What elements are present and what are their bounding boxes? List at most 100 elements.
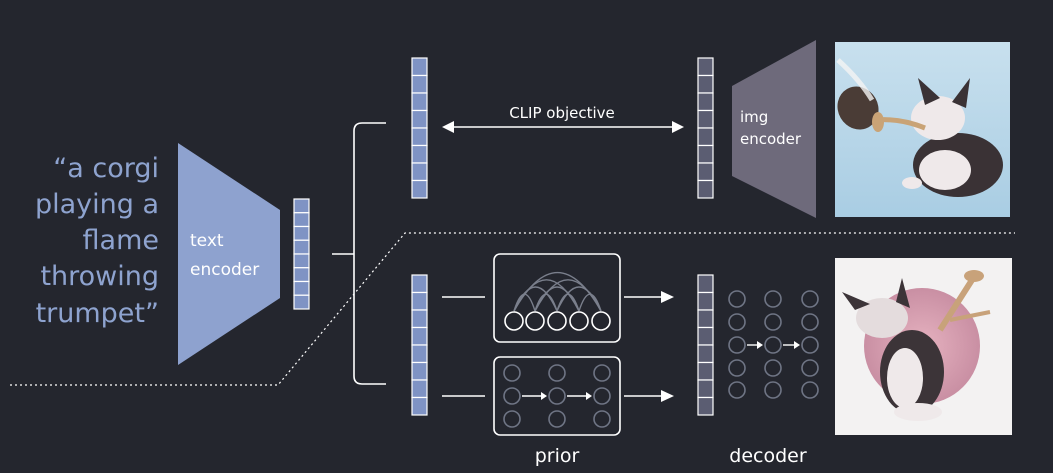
corgi-ear-bottom-1 (842, 292, 870, 310)
clip-text-embedding-cell (411, 74, 428, 94)
autoregressive-nodes (504, 311, 611, 331)
diffusion-prior-box (493, 356, 621, 436)
trumpet-bell-top (872, 112, 884, 132)
decoder-node (764, 359, 782, 377)
diffusion-prior-node (503, 410, 521, 428)
text-embedding-cell (293, 225, 310, 241)
prior-input-embedding-cell (411, 274, 428, 294)
clip-image-embedding-cell (697, 127, 714, 147)
caption-line-3: flame (83, 225, 159, 256)
prior-input-embedding-cell (411, 379, 428, 399)
caption-line-5: trumpet” (36, 298, 159, 329)
clip-objective-label: CLIP objective (509, 104, 615, 122)
clip-text-embedding-cell (411, 179, 428, 199)
corgi-belly-bottom (887, 348, 923, 408)
decoder-node (728, 359, 746, 377)
clip-image-embedding-cell (697, 162, 714, 182)
training-image (835, 42, 1010, 217)
clip-text-embedding-cell (411, 92, 428, 112)
caption-line-2: playing a (35, 189, 159, 220)
autoregressive-arc (578, 293, 602, 312)
text-embedding-cell (293, 253, 310, 269)
clip-text-embedding-cell (411, 109, 428, 129)
decoder-node (801, 313, 819, 331)
img-encoder-label-2: encoder (740, 130, 802, 148)
trumpet-bell-bottom (964, 270, 984, 282)
generated-image (835, 258, 1012, 435)
prior-label: prior (535, 445, 580, 467)
clip-image-embedding-cell (697, 179, 714, 199)
decoder-node (801, 381, 819, 399)
dotted-separator (10, 232, 1015, 386)
autoregressive-node (525, 311, 545, 331)
decoder-node (728, 381, 746, 399)
img-encoder: img encoder (732, 40, 816, 218)
decoder-input-embedding (697, 274, 714, 416)
prior-output-arrow-bottom-head (661, 390, 674, 402)
decoder-arrow-head (757, 341, 763, 349)
text-embedding-cell (293, 239, 310, 255)
corgi-ear-bottom-2 (896, 278, 910, 308)
prior-input-embedding-cell (411, 326, 428, 346)
diffusion-prior-node (503, 364, 521, 382)
bracket-path (353, 122, 386, 385)
prior-input-embedding (411, 274, 428, 416)
clip-text-embedding-cell (411, 144, 428, 164)
diffusion-prior-node (503, 387, 521, 405)
text-embedding-cell (293, 212, 310, 228)
decoder-node (801, 336, 819, 354)
corgi-leg-top (902, 177, 922, 189)
text-encoder-label-2: encoder (190, 260, 259, 280)
diffusion-prior-grid (503, 364, 611, 428)
clip-text-embedding-cell (411, 127, 428, 147)
decoder-node (764, 313, 782, 331)
autoregressive-node (504, 311, 524, 331)
clip-image-embedding-cell (697, 74, 714, 94)
trumpet-slide (949, 310, 991, 322)
text-embedding-cell (293, 198, 310, 214)
text-encoder-label-1: text (190, 231, 224, 251)
img-encoder-shape (732, 40, 816, 218)
decoder-node (801, 290, 819, 308)
diffusion-prior-node (548, 364, 566, 382)
diffusion-prior (493, 356, 621, 436)
prior-input-embedding-cell (411, 291, 428, 311)
prior-input-embedding-cell (411, 344, 428, 364)
prior-output-arrows (624, 291, 674, 402)
branch-bracket (332, 122, 386, 385)
prior-input-arrows (442, 296, 485, 397)
corgi-feet-bottom (894, 403, 942, 421)
corgi-ear-top-1 (918, 78, 940, 105)
decoder-input-embedding-cell (697, 396, 714, 416)
decoder-input-embedding-cell (697, 309, 714, 329)
autoregressive-prior (493, 253, 621, 343)
clip-text-embedding-cell (411, 162, 428, 182)
diffusion-prior-node (593, 364, 611, 382)
text-encoder-shape (178, 143, 280, 365)
decoder-input-embedding-cell (697, 326, 714, 346)
diffusion-prior-arrow-head (586, 392, 592, 400)
text-embedding-cell (293, 280, 310, 296)
decoder-node (728, 313, 746, 331)
decoder-input-embedding-cell (697, 274, 714, 294)
caption-line-4: throwing (40, 261, 159, 292)
clip-image-embedding-cell (697, 57, 714, 77)
clip-image-embedding (697, 57, 714, 199)
autoregressive-arc (556, 286, 602, 312)
diffusion-prior-node (548, 387, 566, 405)
decoder-input-embedding-cell (697, 361, 714, 381)
caption-line-1: “a corgi (53, 153, 159, 184)
diffusion-prior-arrow-head (541, 392, 547, 400)
decoder-label: decoder (729, 445, 807, 467)
prior-input-embedding-cell (411, 361, 428, 381)
text-embedding (293, 198, 310, 310)
diffusion-prior-node (593, 410, 611, 428)
corgi-belly-top (919, 150, 971, 190)
autoregressive-node (591, 311, 611, 331)
img-encoder-label-1: img (740, 108, 768, 126)
decoder-node (728, 336, 746, 354)
decoder-input-embedding-cell (697, 379, 714, 399)
corgi-ear-top-2 (952, 78, 970, 108)
text-embedding-cell (293, 294, 310, 310)
